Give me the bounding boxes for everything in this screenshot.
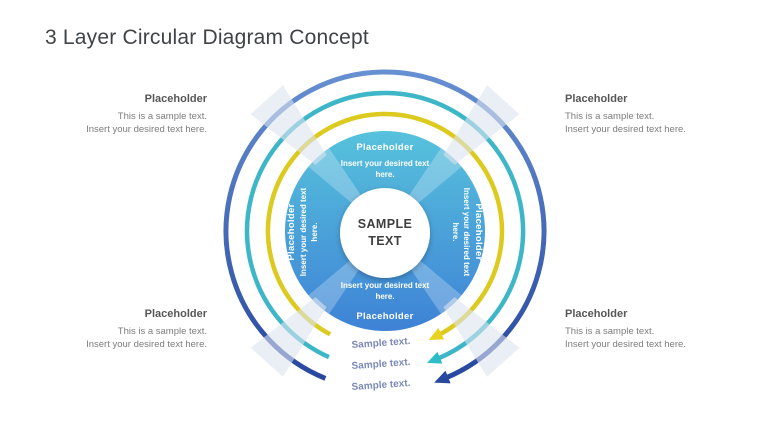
- circular-diagram-graphic: [223, 69, 547, 384]
- block-heading: Placeholder: [144, 308, 207, 320]
- segment-left-body: Insert your desired text here.: [299, 187, 319, 277]
- block-heading: Placeholder: [565, 93, 628, 105]
- block-body-line: Insert your desired text here.: [565, 123, 686, 135]
- ring-outer-blue-arc: [223, 69, 547, 384]
- placeholder-block-top-right: Placeholder This is a sample text. Inser…: [565, 93, 745, 136]
- segment-right-body: Insert your desired text here.: [451, 187, 472, 277]
- segment-right: Placeholder Insert your desired text her…: [441, 172, 487, 292]
- center-sample-text: SAMPLE TEXT: [357, 217, 413, 248]
- segment-top-title: Placeholder: [356, 142, 414, 153]
- placeholder-block-bottom-left: Placeholder This is a sample text. Inser…: [30, 308, 207, 351]
- block-body-line: This is a sample text.: [565, 326, 655, 337]
- block-body-line: Insert your desired text here.: [565, 338, 686, 350]
- block-body-line: This is a sample text.: [565, 111, 655, 122]
- segment-top-body: Insert your desired text here.: [340, 159, 430, 179]
- placeholder-block-bottom-right: Placeholder This is a sample text. Inser…: [565, 308, 745, 351]
- outer-beam-top-right: [443, 85, 520, 165]
- ring-inner-yellow-arc: [265, 111, 505, 340]
- segment-left-title: Placeholder: [286, 203, 297, 261]
- block-heading: Placeholder: [144, 93, 207, 105]
- segment-left: Placeholder Insert your desired text her…: [283, 172, 329, 292]
- outer-beam-top-left: [250, 85, 327, 165]
- page-title: 3 Layer Circular Diagram Concept: [45, 26, 369, 49]
- block-heading: Placeholder: [565, 308, 628, 320]
- block-body-line: This is a sample text.: [117, 326, 207, 337]
- segment-bottom-body: Insert your desired text here.: [340, 281, 430, 301]
- outer-beam-bottom-right: [443, 297, 520, 377]
- circular-diagram: Placeholder Insert your desired text her…: [195, 41, 575, 421]
- segment-bottom-title: Placeholder: [356, 311, 414, 322]
- outer-beam-bottom-left: [250, 297, 327, 377]
- block-body-line: Insert your desired text here.: [86, 123, 207, 135]
- block-body-line: This is a sample text.: [117, 111, 207, 122]
- placeholder-block-top-left: Placeholder This is a sample text. Inser…: [30, 93, 207, 136]
- center-circle: [340, 188, 430, 278]
- block-body-line: Insert your desired text here.: [86, 338, 207, 350]
- ring-middle-teal-arc: [244, 90, 526, 364]
- outer-light-beams: [250, 85, 520, 377]
- segment-right-title: Placeholder: [473, 203, 484, 261]
